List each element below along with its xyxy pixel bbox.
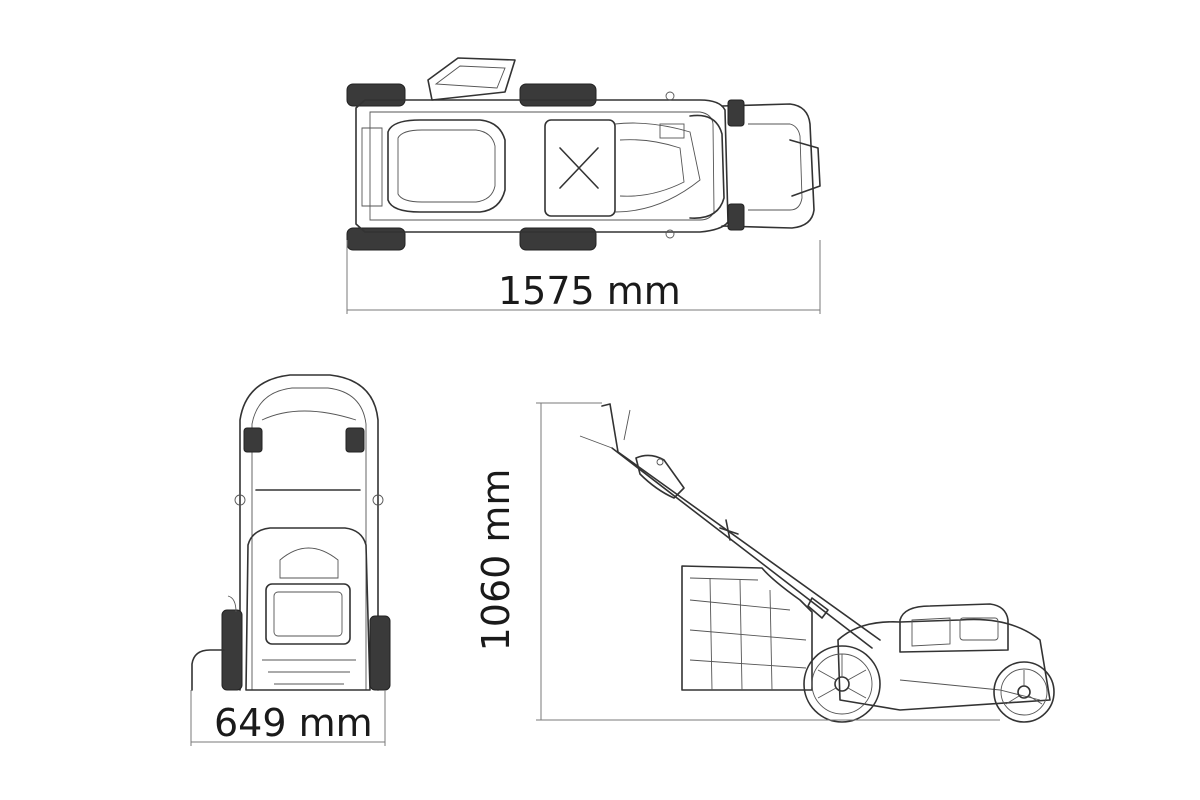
top-view xyxy=(346,57,821,251)
top-grass-bag xyxy=(387,119,506,213)
length-label: 1575 mm xyxy=(498,269,681,313)
length-dimension xyxy=(346,240,821,314)
side-grass-bag xyxy=(681,565,813,691)
side-motor-housing xyxy=(899,603,1009,653)
front-left-wheel xyxy=(221,609,243,691)
side-view xyxy=(579,403,1055,723)
front-handle xyxy=(239,374,379,691)
side-front-wheel xyxy=(993,661,1055,723)
front-body xyxy=(245,527,371,691)
height-dimension xyxy=(536,402,1000,721)
top-rear-right-wheel xyxy=(346,227,406,251)
top-front-left-wheel xyxy=(519,83,597,107)
top-battery-cover xyxy=(544,119,701,217)
top-rear-flap xyxy=(427,57,516,101)
front-right-wheel xyxy=(369,615,391,691)
side-deck xyxy=(837,618,1051,711)
front-view xyxy=(191,374,391,691)
side-rear-wheel xyxy=(803,645,881,723)
width-dimension xyxy=(190,690,386,746)
top-front-right-wheel xyxy=(519,227,597,251)
width-label: 649 mm xyxy=(214,701,373,745)
height-label: 1060 mm xyxy=(474,468,518,652)
top-rear-left-wheel xyxy=(346,83,406,107)
side-handle xyxy=(601,403,881,641)
top-handle xyxy=(721,103,815,229)
